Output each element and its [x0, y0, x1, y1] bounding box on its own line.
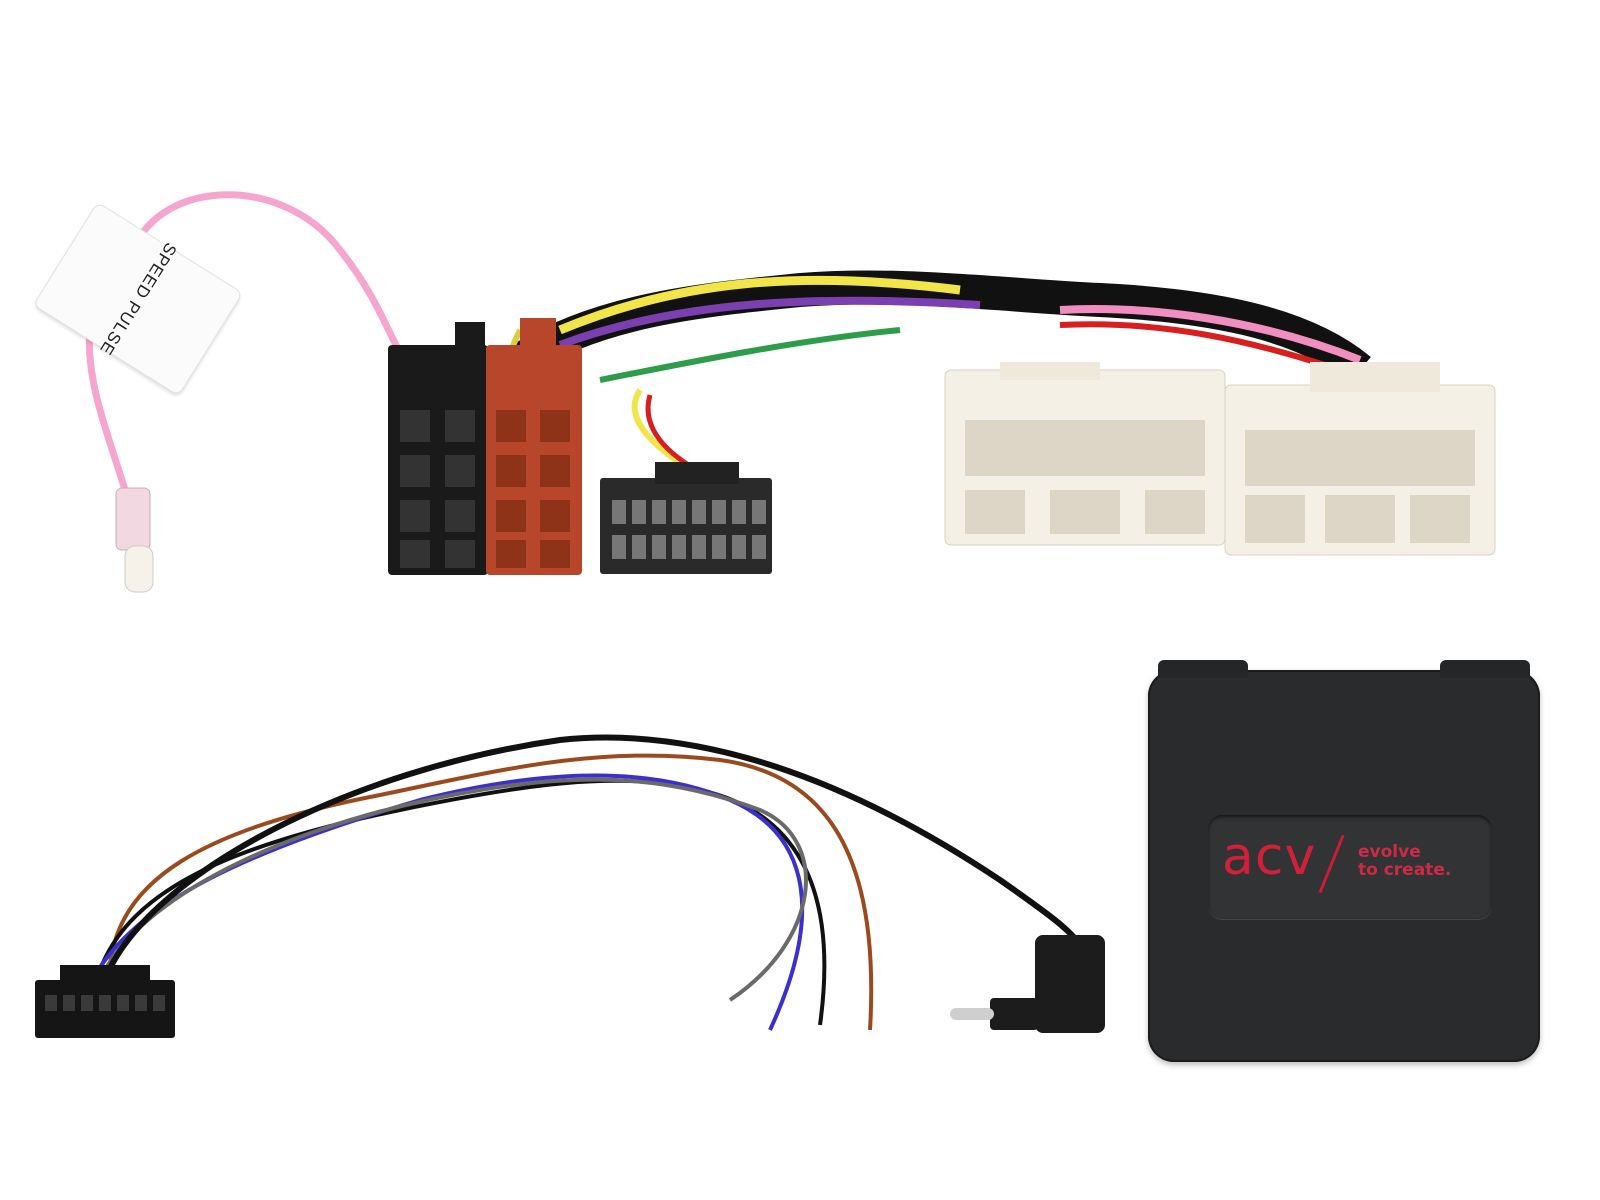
- logo-slash: [1318, 834, 1345, 894]
- control-module: acv evolve to create.: [1148, 660, 1540, 1062]
- module-clip-left: [1158, 660, 1248, 678]
- module-clip-right: [1440, 660, 1530, 678]
- brand-logo: acv: [1222, 827, 1317, 887]
- slogan-line-1: evolve: [1358, 842, 1421, 862]
- logo-plate: acv evolve to create.: [1208, 815, 1492, 919]
- slogan-line-2: to create.: [1358, 860, 1452, 880]
- brand-slogan: evolve to create.: [1358, 843, 1451, 879]
- speed-pulse-label: SPEED PULSE: [96, 239, 181, 360]
